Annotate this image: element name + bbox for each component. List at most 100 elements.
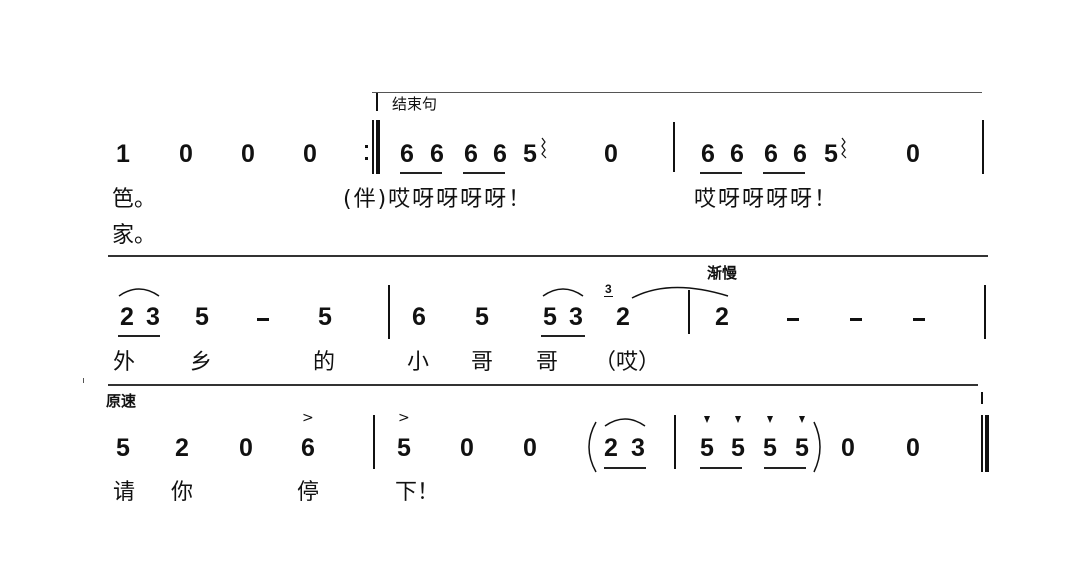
underline-eighth — [541, 335, 585, 337]
lyric: 哥 — [471, 350, 494, 375]
lyric: 乡 — [190, 350, 213, 375]
glissando-icon — [541, 137, 547, 159]
margin-mark — [83, 378, 84, 383]
note: 2 — [175, 434, 189, 462]
grace-note: 3 — [605, 282, 612, 296]
slur — [604, 418, 646, 427]
note: 0 — [523, 434, 537, 462]
final-barline-thin — [981, 415, 983, 472]
note: 0 — [460, 434, 474, 462]
note: 5 — [795, 434, 809, 462]
system-divider — [108, 255, 988, 257]
barline — [982, 120, 984, 174]
lyric: 哥 — [536, 350, 559, 375]
note: 3 — [569, 303, 583, 331]
note: 5 — [195, 303, 209, 331]
open-parenthesis — [588, 421, 597, 473]
note: 6 — [400, 140, 414, 168]
lyric: （哎） — [594, 350, 661, 375]
note: 5 — [523, 140, 537, 168]
accent-mark: > — [302, 410, 314, 426]
barline — [688, 290, 690, 334]
note: 6 — [730, 140, 744, 168]
lyric: 你 — [171, 480, 194, 505]
repeat-dots — [365, 143, 369, 163]
close-parenthesis — [813, 421, 821, 473]
note: 0 — [241, 140, 255, 168]
note: 6 — [493, 140, 507, 168]
note: 0 — [303, 140, 317, 168]
accent-mark: > — [398, 410, 410, 426]
ending-phrase-label: 结束句 — [392, 95, 438, 113]
note: 6 — [793, 140, 807, 168]
repeat-barline-thick — [376, 120, 380, 174]
note: 0 — [906, 140, 920, 168]
underline-eighth — [700, 172, 742, 174]
lyric: 哎呀呀呀呀！ — [694, 187, 839, 212]
staccato-icon — [799, 416, 805, 423]
note: 0 — [841, 434, 855, 462]
note: 6 — [430, 140, 444, 168]
extension-dash — [787, 318, 799, 321]
note: 6 — [301, 434, 315, 462]
final-barline-thick — [985, 415, 989, 472]
note: 0 — [239, 434, 253, 462]
staccato-icon — [767, 416, 773, 423]
note: 1 — [116, 140, 130, 168]
note: 6 — [701, 140, 715, 168]
note: 2 — [715, 303, 729, 331]
lyric: (伴)哎呀呀呀呀！ — [343, 187, 533, 212]
note: 5 — [397, 434, 411, 462]
note: 3 — [146, 303, 160, 331]
staccato-icon — [735, 416, 741, 423]
note: 5 — [700, 434, 714, 462]
tempo-ritardando-label: 渐慢 — [707, 264, 738, 282]
margin-mark — [981, 392, 983, 404]
note: 5 — [543, 303, 557, 331]
note: 6 — [764, 140, 778, 168]
lyric: 停 — [297, 480, 320, 505]
note: 5 — [475, 303, 489, 331]
lyric: 笆。 — [112, 187, 157, 212]
lyric: 家。 — [112, 223, 157, 248]
note: 6 — [412, 303, 426, 331]
note: 2 — [604, 434, 618, 462]
barline — [373, 415, 375, 469]
extension-dash — [913, 318, 925, 321]
note: 3 — [631, 434, 645, 462]
slur — [118, 288, 160, 297]
underline-eighth — [118, 335, 160, 337]
note: 0 — [179, 140, 193, 168]
phrase-bracket-line — [372, 92, 982, 93]
barline — [984, 285, 986, 339]
note: 5 — [318, 303, 332, 331]
staccato-icon — [704, 416, 710, 423]
note: 0 — [604, 140, 618, 168]
lyric: 外 — [113, 350, 136, 375]
barline — [673, 122, 675, 172]
note: 5 — [731, 434, 745, 462]
note: 2 — [120, 303, 134, 331]
underline-eighth — [463, 172, 505, 174]
underline-eighth — [763, 172, 805, 174]
note: 5 — [824, 140, 838, 168]
underline-eighth — [764, 467, 806, 469]
lyric: 的 — [313, 350, 336, 375]
underline-eighth — [604, 467, 646, 469]
tie — [631, 286, 729, 299]
note: 5 — [763, 434, 777, 462]
slur — [542, 288, 584, 297]
note: 0 — [906, 434, 920, 462]
glissando-icon — [841, 137, 847, 159]
underline-eighth — [700, 467, 742, 469]
underline-eighth — [400, 172, 442, 174]
system-divider — [108, 384, 978, 386]
note: 2 — [616, 303, 630, 331]
extension-dash — [850, 318, 862, 321]
phrase-bracket-tick — [376, 93, 378, 111]
note: 5 — [116, 434, 130, 462]
tempo-a-tempo-label: 原速 — [106, 392, 137, 410]
lyric: 下！ — [395, 480, 440, 505]
repeat-barline-thin — [372, 120, 374, 174]
barline — [674, 415, 676, 469]
